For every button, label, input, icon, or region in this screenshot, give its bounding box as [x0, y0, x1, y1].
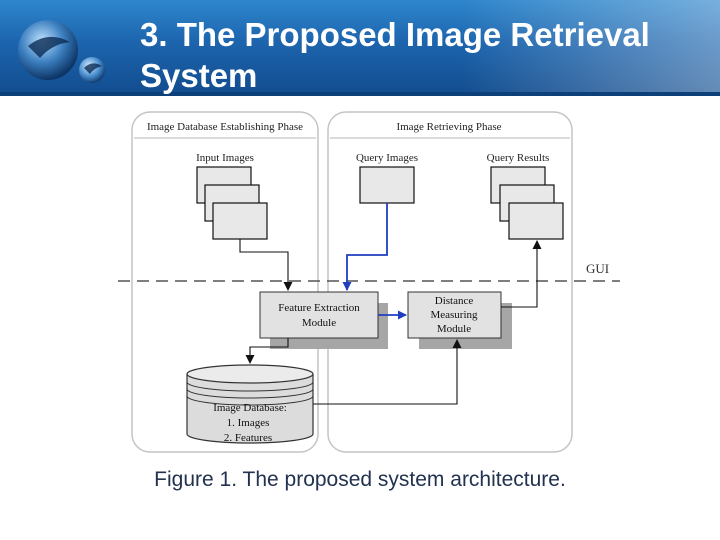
distance-measuring-label-line1: Distance — [435, 295, 474, 307]
query-results-label: Query Results — [487, 152, 550, 164]
gui-label: GUI — [586, 261, 609, 276]
establishing-phase-label: Image Database Establishing Phase — [147, 121, 303, 133]
figure-caption: Figure 1. The proposed system architectu… — [154, 468, 566, 491]
query-image — [359, 166, 415, 204]
arrow-distance-to-results — [501, 240, 542, 308]
arrow-database-to-distance — [313, 339, 462, 405]
globe-logo-icon — [18, 20, 105, 83]
distance-measuring-label-line2: Measuring — [430, 309, 478, 321]
query-images-label: Query Images — [356, 152, 418, 164]
banner-fade — [460, 0, 720, 96]
distance-measuring-label-line3: Module — [437, 323, 471, 335]
title-banner: 3. The Proposed Image Retrieval System — [0, 0, 720, 96]
query-result-front — [508, 202, 564, 240]
image-database-label-line1: Image Database: — [213, 402, 287, 414]
image-database-cylinder — [186, 374, 314, 444]
feature-extraction-label-line2: Module — [302, 317, 336, 329]
image-database-ring-3 — [186, 395, 314, 406]
banner-underline — [0, 92, 720, 96]
retrieving-phase-label: Image Retrieving Phase — [396, 121, 501, 133]
arrow-query-to-extraction — [342, 203, 388, 291]
image-database-ring-2 — [186, 388, 314, 399]
input-image-front — [212, 202, 268, 240]
distance-measuring-module — [407, 291, 502, 339]
image-database-top — [186, 364, 314, 384]
input-images-label: Input Images — [196, 152, 254, 164]
feature-extraction-label-line1: Feature Extraction — [278, 302, 360, 314]
feature-extraction-module — [259, 291, 379, 339]
image-database-label-line2: 1. Images — [227, 417, 270, 429]
arrow-extraction-to-database — [245, 338, 289, 364]
slide-title: 3. The Proposed Image Retrieval System — [140, 16, 650, 94]
image-database-label-line3: 2. Features — [224, 432, 272, 444]
image-database-ring-1 — [186, 381, 314, 392]
arrow-input-to-extraction — [239, 239, 293, 291]
architecture-diagram: Image Database Establishing Phase Image … — [116, 98, 622, 458]
